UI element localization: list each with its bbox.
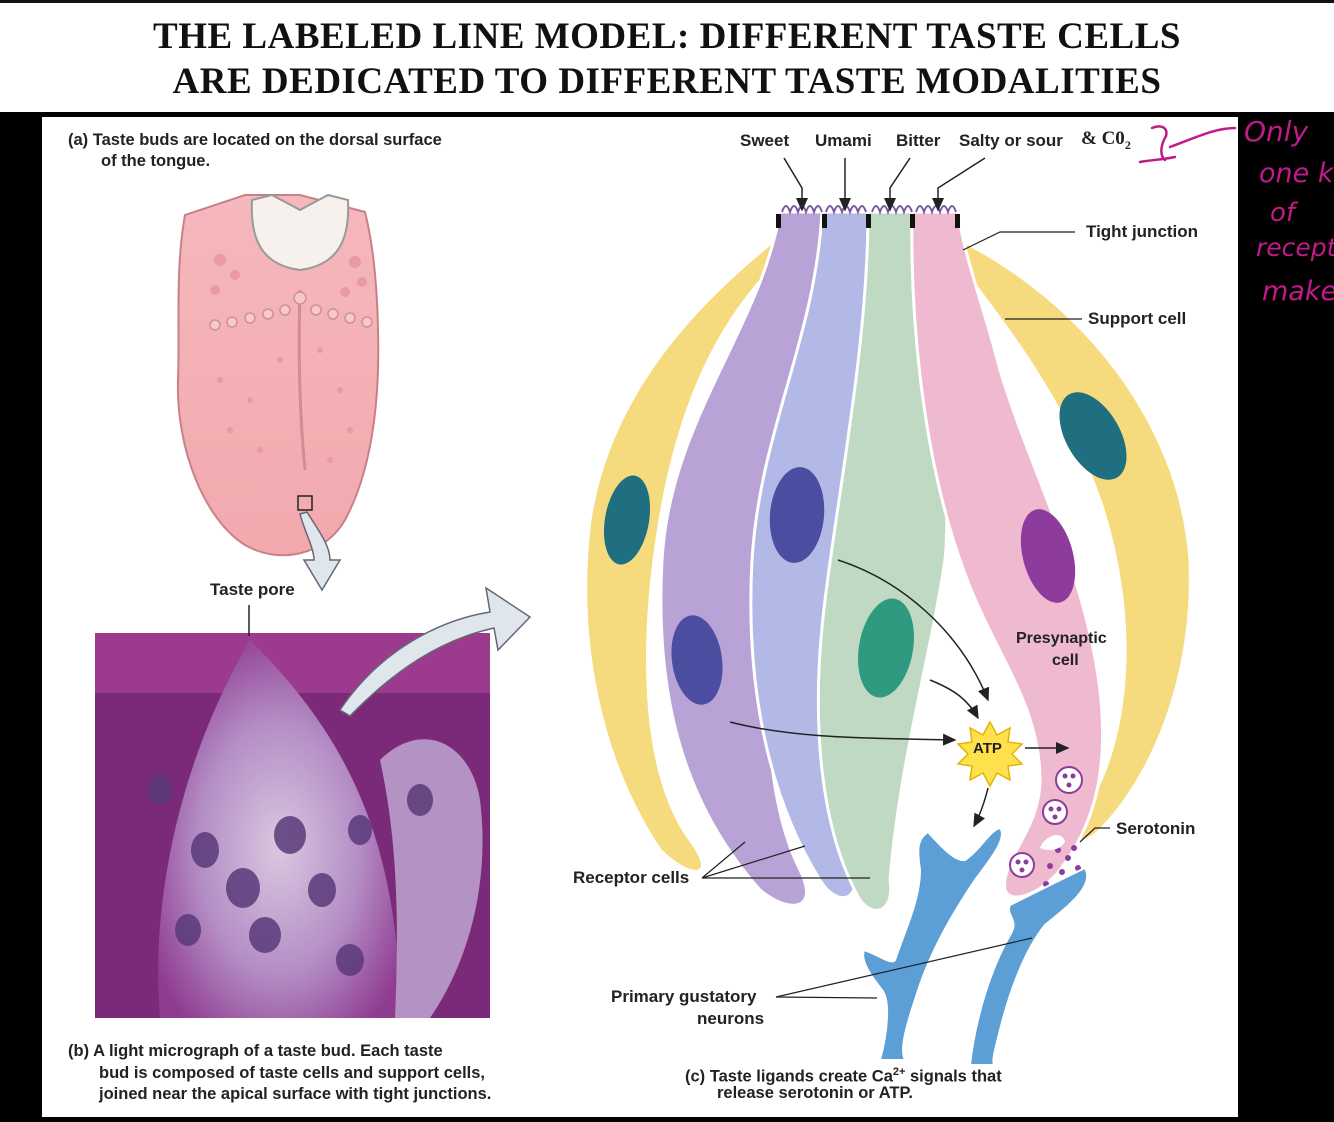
taste-bud-diagram [584, 157, 1192, 1066]
caption-a-line2: of the tongue. [101, 152, 211, 170]
tongue-illustration [176, 193, 380, 557]
label-receptor-cells: Receptor cells [573, 868, 690, 887]
caption-c-superscript: 2+ [892, 1066, 906, 1078]
taste-bud-micrograph [95, 605, 490, 1018]
title-header: THE LABELED LINE MODEL: DIFFERENT TASTE … [0, 0, 1334, 112]
handwriting-line-1: Only [1244, 115, 1309, 148]
caption-b-line3: joined near the apical surface with tigh… [99, 1085, 492, 1103]
label-serotonin: Serotonin [1116, 819, 1196, 838]
label-co2: & C02 [1081, 128, 1131, 153]
title-line-2: ARE DEDICATED TO DIFFERENT TASTE MODALIT… [172, 61, 1162, 102]
caption-a-line1: (a) Taste buds are located on the dorsal… [68, 130, 442, 150]
zoom-arrow-2 [338, 586, 532, 717]
zoom-arrow-1 [299, 511, 342, 592]
label-co2-text: & C0 [1081, 128, 1125, 149]
caption-c-letter: (c) [685, 1067, 706, 1086]
caption-c-text1a: Taste ligands create Ca [709, 1067, 893, 1086]
caption-a-letter: (a) [68, 131, 89, 149]
label-salty-sour: Salty or sour [959, 131, 1063, 150]
label-atp: ATP [973, 740, 1002, 757]
caption-b-letter: (b) [68, 1042, 90, 1060]
caption-c-text1b: signals that [905, 1067, 1002, 1086]
label-presynaptic-2: cell [1052, 652, 1079, 669]
title-line-1: THE LABELED LINE MODEL: DIFFERENT TASTE … [153, 16, 1181, 57]
label-taste-pore: Taste pore [210, 580, 295, 599]
caption-c-line2: release serotonin or ATP. [717, 1084, 913, 1102]
label-umami: Umami [815, 131, 872, 150]
label-presynaptic-1: Presynaptic [1016, 630, 1107, 647]
handwriting-line-2: one k [1259, 158, 1334, 189]
label-tight-junction: Tight junction [1086, 222, 1199, 241]
label-primary-gustatory-2: neurons [697, 1009, 765, 1028]
caption-b-text1: A light micrograph of a taste bud. Each … [93, 1042, 443, 1060]
caption-a-text1: Taste buds are located on the dorsal sur… [92, 131, 442, 149]
caption-b-line1: (b) A light micrograph of a taste bud. E… [68, 1041, 443, 1061]
label-primary-gustatory-1: Primary gustatory [611, 987, 757, 1006]
handwritten-bracket [1138, 125, 1237, 164]
label-sweet: Sweet [740, 131, 790, 150]
handwriting-line-5: make [1262, 276, 1334, 307]
handwriting-line-3: of [1270, 198, 1296, 228]
label-co2-subscript: 2 [1124, 137, 1131, 152]
label-support-cell: Support cell [1088, 309, 1187, 328]
handwriting-line-4: recepto [1256, 233, 1334, 262]
caption-b-line2: bud is composed of taste cells and suppo… [99, 1064, 486, 1082]
caption-c-line1: (c) Taste ligands create Ca2+ signals th… [685, 1062, 1002, 1087]
label-bitter: Bitter [896, 131, 941, 150]
